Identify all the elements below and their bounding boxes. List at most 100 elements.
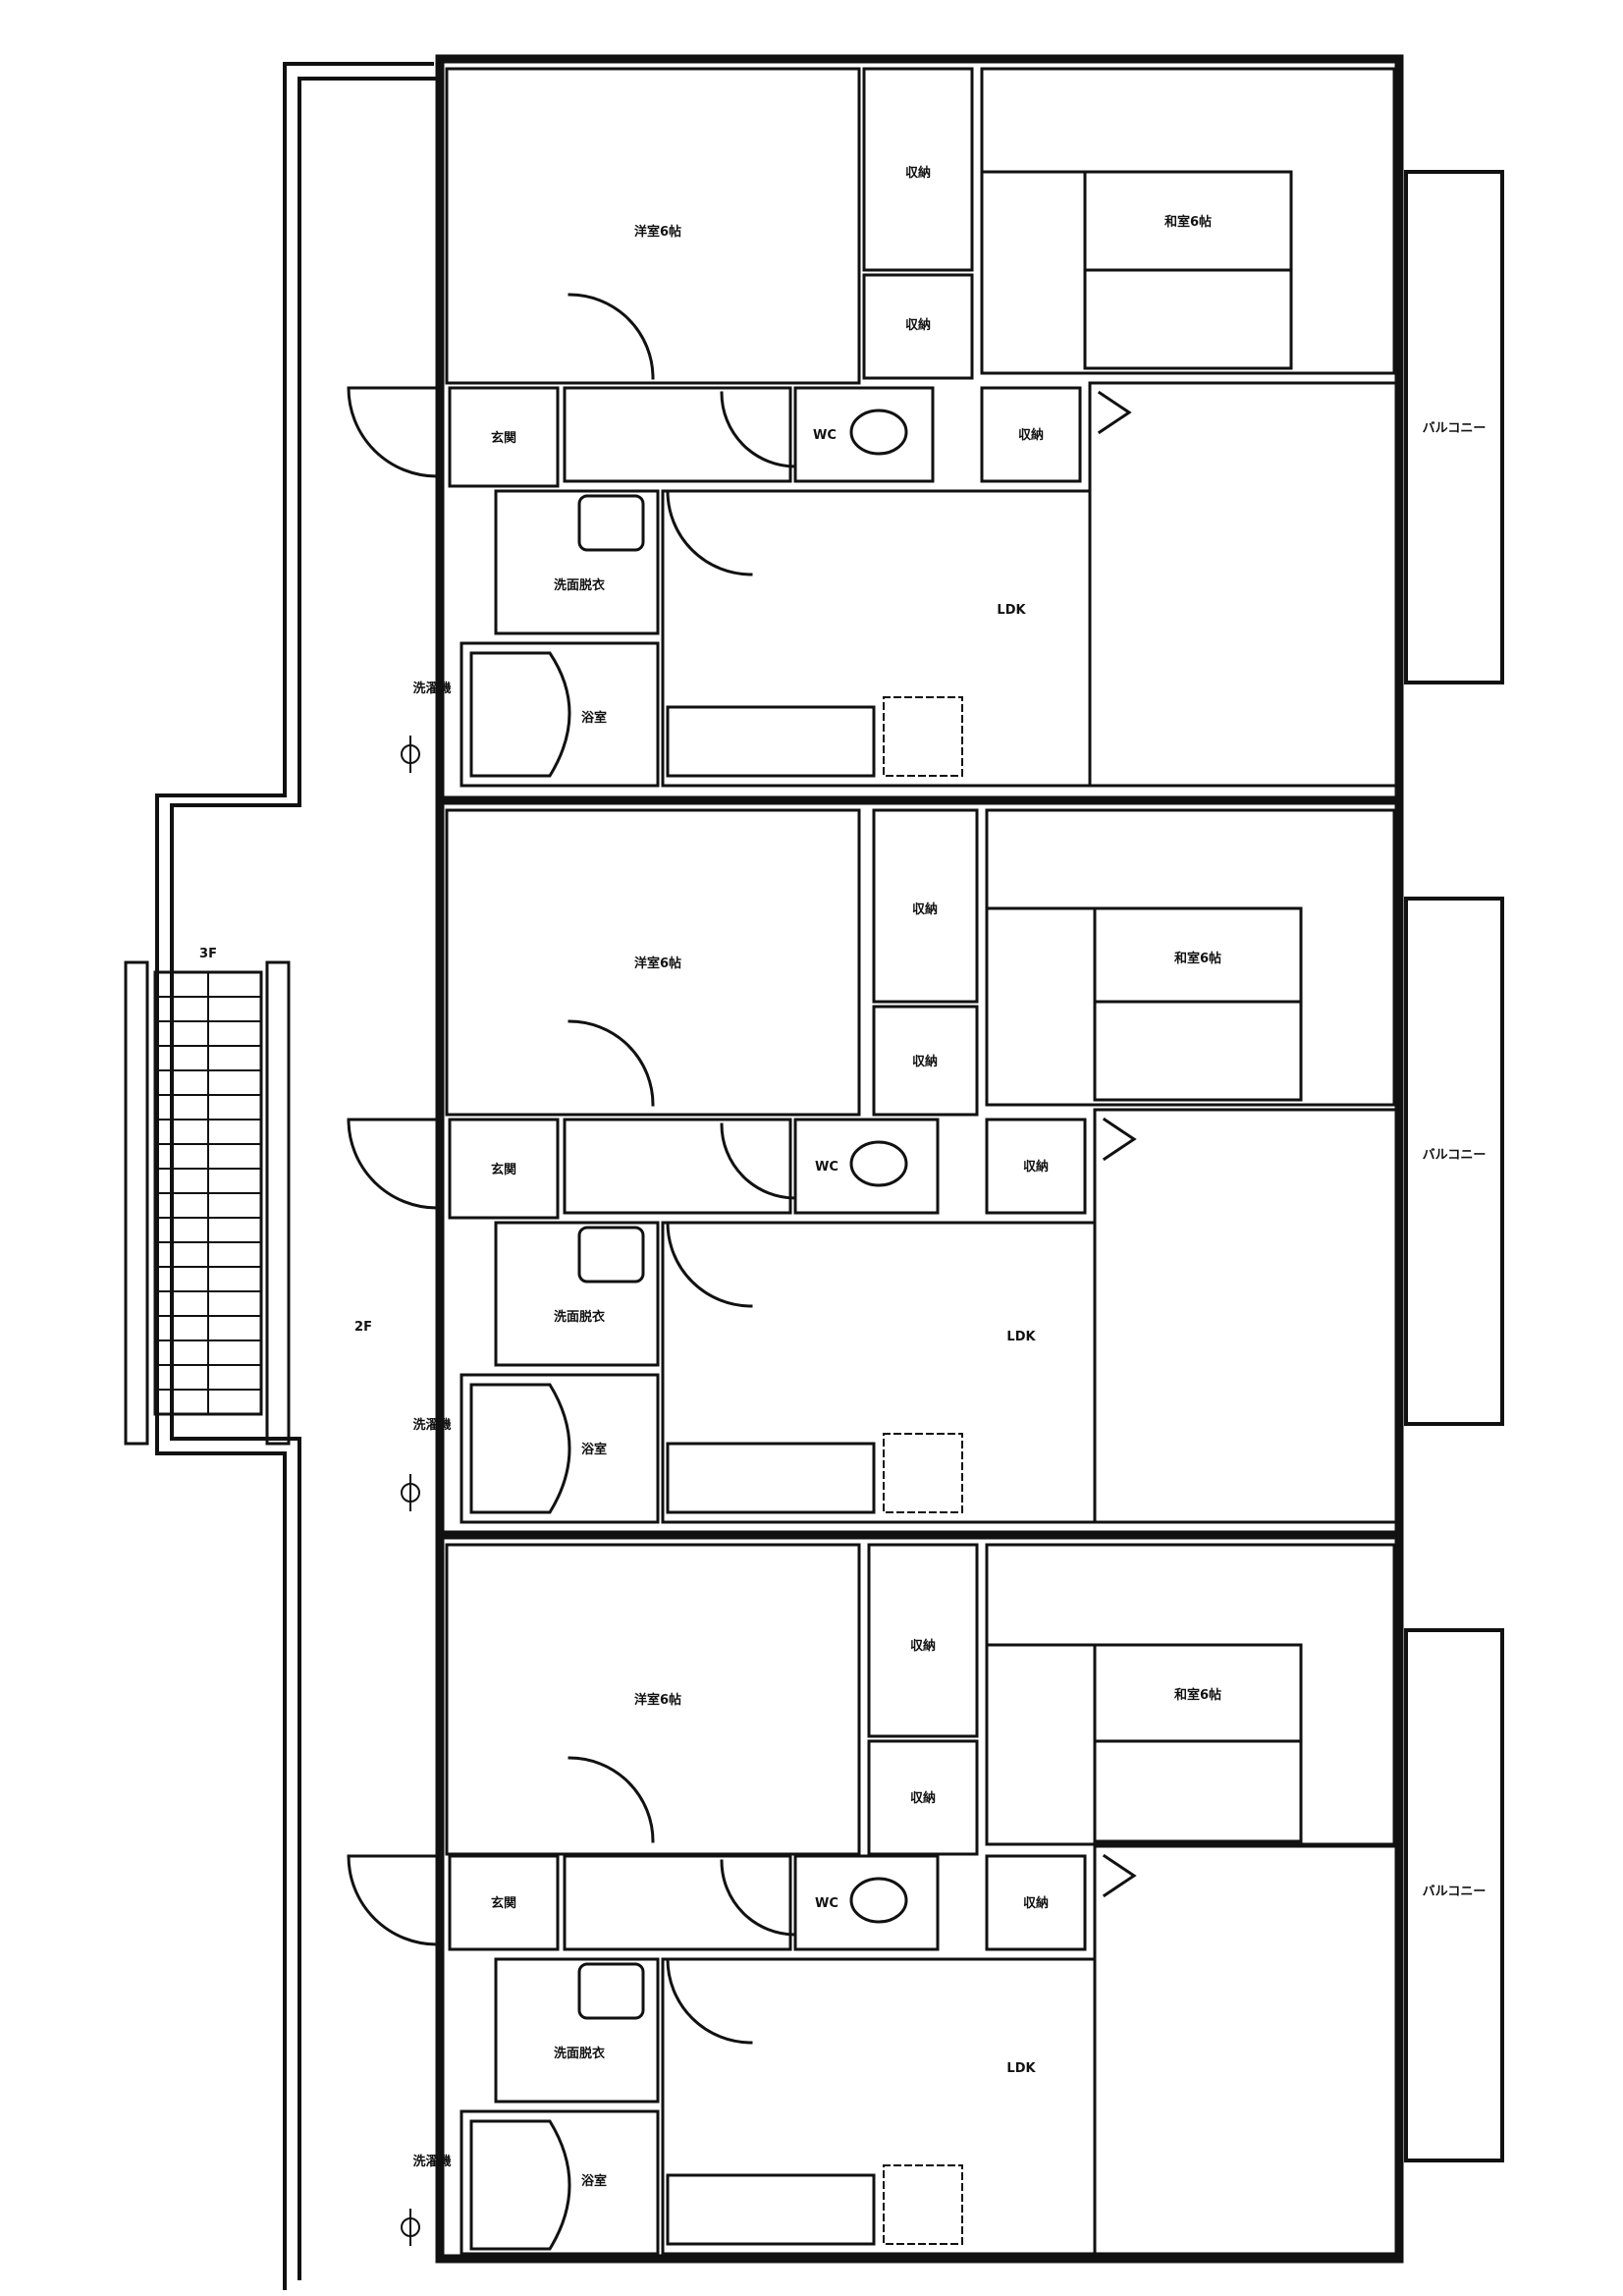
unit-1-closet-hall-label: 収納 [1018,427,1044,443]
unit-2-entrance-label: 玄関 [491,1162,516,1177]
labels: 2F 3F 洋室6帖 収納 収納 玄関 WC 収納 洗面脱衣 浴室 LDK 洗濯… [199,165,1486,2189]
japanese-room [1093,906,1303,1102]
unit-1-balcony-label: バルコニー [1423,421,1487,436]
tatami-area [980,67,1396,375]
unit-3-japanese-room-label: 和室6帖 [1174,1687,1221,1703]
bedroom [445,1543,861,1856]
unit-2-balcony-label: バルコニー [1423,1148,1487,1163]
unit-3-closet-small-label: 収納 [910,1790,936,1806]
washroom [494,1957,660,2104]
unit-1-bedroom-label: 洋室6帖 [634,224,681,240]
hall [563,386,792,483]
bedroom-door-swing [568,1019,655,1107]
closet-hall [985,1118,1087,1215]
tatami-area [985,808,1396,1107]
unit-3-ldk-label: LDK [1006,2061,1036,2076]
bathtub [469,2119,571,2251]
entrance-storage [448,1854,560,1951]
closet-main [862,67,974,272]
meter-symbols [401,736,420,2246]
stair-treads [154,996,262,1391]
unit-2-closet-small-label: 収納 [912,1054,938,1069]
closet-hall [985,1854,1087,1951]
toilet-door-swing [720,1122,797,1200]
bath [460,2109,660,2256]
unit-3-balcony-label: バルコニー [1423,1885,1487,1899]
wash-basin [577,1962,645,2020]
unit-2-closet-main-label: 収納 [912,902,938,917]
ldk-door-swing [666,1221,753,1308]
unit-3-washroom-label: 洗面脱衣 [554,2046,605,2061]
balcony-door-swing [1102,1117,1137,1162]
floor-label: 2F [354,1320,372,1335]
unit-2-washer-label: 洗濯機 [412,1417,451,1433]
ldk [661,1957,1097,2256]
closet-small [862,273,974,380]
toilet [793,1854,940,1951]
ldk-door-swing [666,489,753,576]
washroom [494,1221,660,1367]
toilet-bowl [849,1877,908,1924]
unit-3-closet-hall-label: 収納 [1023,1895,1049,1911]
bedroom [445,67,861,385]
closet-main [872,808,979,1004]
unit-3-entrance-label: 玄関 [491,1895,516,1911]
closet-main [867,1543,979,1738]
unit-2-ldk-label: LDK [1006,1330,1036,1344]
unit-3-bedroom-label: 洋室6帖 [634,1692,681,1708]
balcony [1404,1628,1504,2162]
ldk [661,1221,1097,1524]
balcony [1404,897,1504,1426]
unit-2-bath-label: 浴室 [581,1442,607,1457]
unit-3-closet-main-label: 収納 [910,1638,936,1654]
unit-1-closet-small-label: 収納 [905,317,931,333]
entrance-storage [448,386,560,488]
unit-2-washroom-label: 洗面脱衣 [554,1309,605,1325]
unit-2-bedroom-label: 洋室6帖 [634,956,681,971]
balcony-door-swing [1097,390,1132,435]
bath [460,1373,660,1524]
unit-1-washer-label: 洗濯機 [412,681,451,696]
ldk [661,489,1092,788]
entry-door-swing [347,1854,439,1946]
bathtub [469,1383,571,1514]
refrigerator-space [883,696,963,777]
corridor-outline [155,62,439,2290]
unit-3 [347,1543,1504,2256]
refrigerator-space [883,2164,963,2245]
hall [563,1854,792,1951]
unit-1-toilet-label: WC [813,428,837,443]
unit-1-closet-main-label: 収納 [905,165,931,181]
unit-1 [347,67,1504,788]
ldk-door-swing [666,1957,753,2045]
entrance-storage [448,1118,560,1220]
closet-small [867,1739,979,1856]
toilet-bowl [849,1140,908,1187]
unit-1-japanese-room-label: 和室6帖 [1164,214,1212,230]
hall [563,1118,792,1215]
wash-basin [577,1226,645,1284]
living-area [1093,1108,1401,1524]
balcony-door-swing [1102,1853,1137,1898]
toilet-bowl [849,409,908,456]
unit-2-japanese-room-label: 和室6帖 [1174,951,1221,966]
entry-door-swing [347,1118,439,1210]
entry-door-swing [347,386,439,478]
japanese-room [1093,1643,1303,1843]
kitchen-counter [666,2173,876,2246]
unit-3-bath-label: 浴室 [581,2173,607,2189]
unit-1-bath-label: 浴室 [581,710,607,726]
balcony [1404,170,1504,684]
washroom [494,489,660,635]
wash-basin [577,494,645,552]
bedroom-door-swing [568,1756,655,1843]
tatami-area [985,1543,1396,1846]
unit-2-toilet-label: WC [815,1160,839,1175]
kitchen-counter [666,705,876,778]
unit-3-washer-label: 洗濯機 [412,2154,451,2169]
closet-hall [980,386,1082,483]
unit-1-ldk-label: LDK [997,603,1026,618]
stair-label: 3F [199,947,217,961]
toilet-door-swing [720,391,797,468]
